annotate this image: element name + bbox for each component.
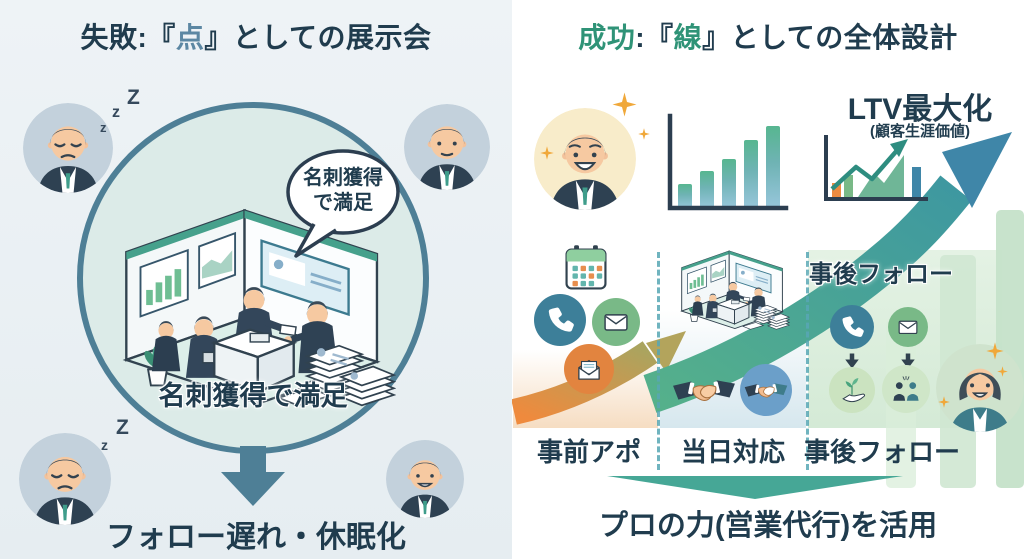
success-title-word: 成功 xyxy=(578,22,636,53)
meeting-icon xyxy=(882,365,930,413)
phase-label-followup: 事後フォロー xyxy=(804,437,961,467)
ltv-subtitle: (顧客生涯価値) xyxy=(870,123,970,140)
down-arrow-icon xyxy=(221,446,285,506)
avatar-sleeping-top-left xyxy=(23,103,113,193)
sparkle-icon xyxy=(638,128,650,140)
failure-bottom-caption: フォロー遅れ・休眠化 xyxy=(106,521,406,554)
calendar-icon xyxy=(565,245,607,290)
growth-swoosh-arrow xyxy=(643,175,972,413)
mail-icon xyxy=(888,307,928,347)
phase-label-pre-appointment: 事前アポ xyxy=(536,437,641,467)
sleep-zzz-icon: Z xyxy=(127,86,140,109)
phase-separator-1 xyxy=(657,252,660,470)
failure-panel: 失敗:『点』としての展示会 名刺獲得 で満足 名刺獲得で満足 フォロー遅れ・休眠… xyxy=(0,0,512,559)
open-envelope-icon xyxy=(564,344,614,394)
failure-title-prefix: 失敗:『 xyxy=(80,22,176,53)
success-title-suffix: 』としての全体設計 xyxy=(702,22,958,53)
handshake-circle-icon xyxy=(740,364,792,416)
success-title: 成功:『線』としての全体設計 xyxy=(512,16,1024,56)
summary-chevron xyxy=(607,476,903,499)
phase-label-event-day: 当日対応 xyxy=(680,437,785,467)
sleep-zzz-icon: z xyxy=(101,437,108,453)
handshake-icon xyxy=(672,379,736,401)
speech-bubble-text: 名刺獲得 で満足 xyxy=(303,167,383,214)
success-bottom-caption: プロの力(営業代行)を活用 xyxy=(598,510,938,542)
avatar-happy-woman xyxy=(936,344,1024,432)
phone-icon xyxy=(830,305,874,349)
speech-bubble: 名刺獲得 で満足 xyxy=(284,148,402,260)
mail-icon xyxy=(592,298,640,346)
sleep-zzz-icon: z xyxy=(100,120,107,135)
sparkle-icon xyxy=(997,366,1008,377)
phase-separator-2 xyxy=(806,252,809,470)
pre-appointment-arrowhead xyxy=(646,331,686,372)
circle-caption: 名刺獲得で満足 xyxy=(158,381,348,411)
growth-arrowhead xyxy=(942,132,1012,208)
growth-bar-chart xyxy=(667,113,789,211)
mini-booth-illustration xyxy=(681,250,790,330)
ltv-mini-chart xyxy=(824,135,928,201)
sparkle-icon xyxy=(986,342,1004,360)
phone-icon xyxy=(534,294,586,346)
failure-title: 失敗:『点』としての展示会 xyxy=(0,16,512,56)
avatar-happy-man xyxy=(534,108,636,210)
success-title-keyword: 線 xyxy=(673,22,703,53)
sleep-zzz-icon: Z xyxy=(116,416,129,439)
sparkle-icon xyxy=(612,92,637,117)
plant-growth-icon xyxy=(829,367,875,413)
sleep-zzz-icon: z xyxy=(112,104,120,121)
failure-title-suffix: 』としての展示会 xyxy=(204,22,432,53)
avatar-sleeping-bottom-left xyxy=(19,433,111,525)
sparkle-icon xyxy=(540,146,554,160)
speech-bubble-shape xyxy=(286,149,400,258)
ltv-title: LTV最大化 xyxy=(847,93,993,126)
avatar-smiling-bottom-right xyxy=(386,440,464,518)
success-title-colon: :『 xyxy=(635,22,674,53)
failure-title-keyword: 点 xyxy=(175,22,205,53)
followup-header: 事後フォロー xyxy=(809,261,953,288)
avatar-awake-top-right xyxy=(404,104,490,190)
sparkle-icon xyxy=(938,396,950,408)
